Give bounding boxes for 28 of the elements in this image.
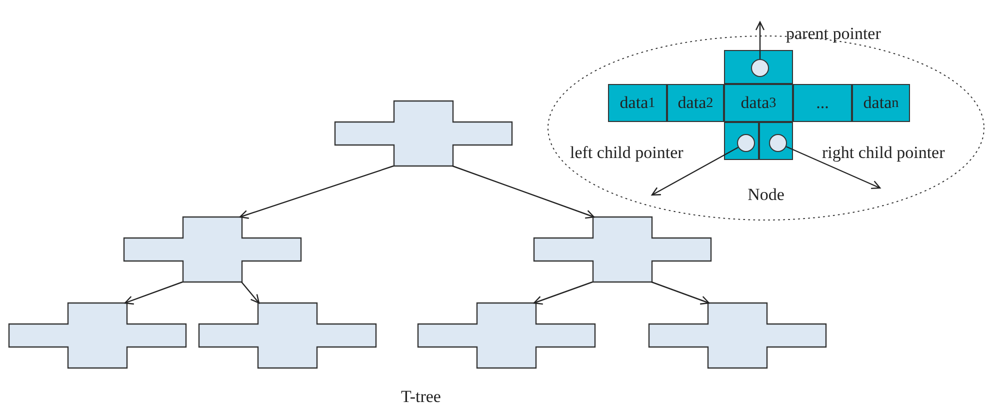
- t-node-shape: [648, 302, 826, 369]
- pointer-label: right child pointer: [822, 143, 945, 163]
- arrow: [124, 281, 183, 305]
- t-node-shape: [416, 302, 596, 369]
- pointer-circle: [737, 134, 755, 152]
- pointer-circle: [751, 59, 769, 77]
- arrow: [533, 281, 593, 305]
- t-node-shape: [532, 216, 712, 283]
- t-node-shape: [334, 100, 512, 167]
- arrow: [651, 281, 710, 305]
- arrow: [241, 282, 260, 304]
- node-caption: Node: [746, 185, 786, 205]
- pointer-label: parent pointer: [786, 24, 881, 44]
- arrow: [786, 146, 881, 190]
- arrow: [239, 165, 394, 219]
- t-node-shape: [198, 302, 376, 369]
- pointer-circle: [769, 134, 787, 152]
- data-cell: ...: [793, 84, 852, 122]
- pointer-label: left child pointer: [570, 143, 684, 163]
- t-node-shape: [122, 216, 302, 283]
- arrow: [452, 165, 595, 219]
- pointer-cell: [724, 50, 793, 84]
- arrow: [755, 21, 765, 59]
- pointer-cell: [724, 122, 759, 160]
- diagram-caption: T-tree: [400, 387, 442, 407]
- t-node-shape: [8, 302, 186, 369]
- pointer-cell: [759, 122, 793, 160]
- arrow: [651, 146, 738, 196]
